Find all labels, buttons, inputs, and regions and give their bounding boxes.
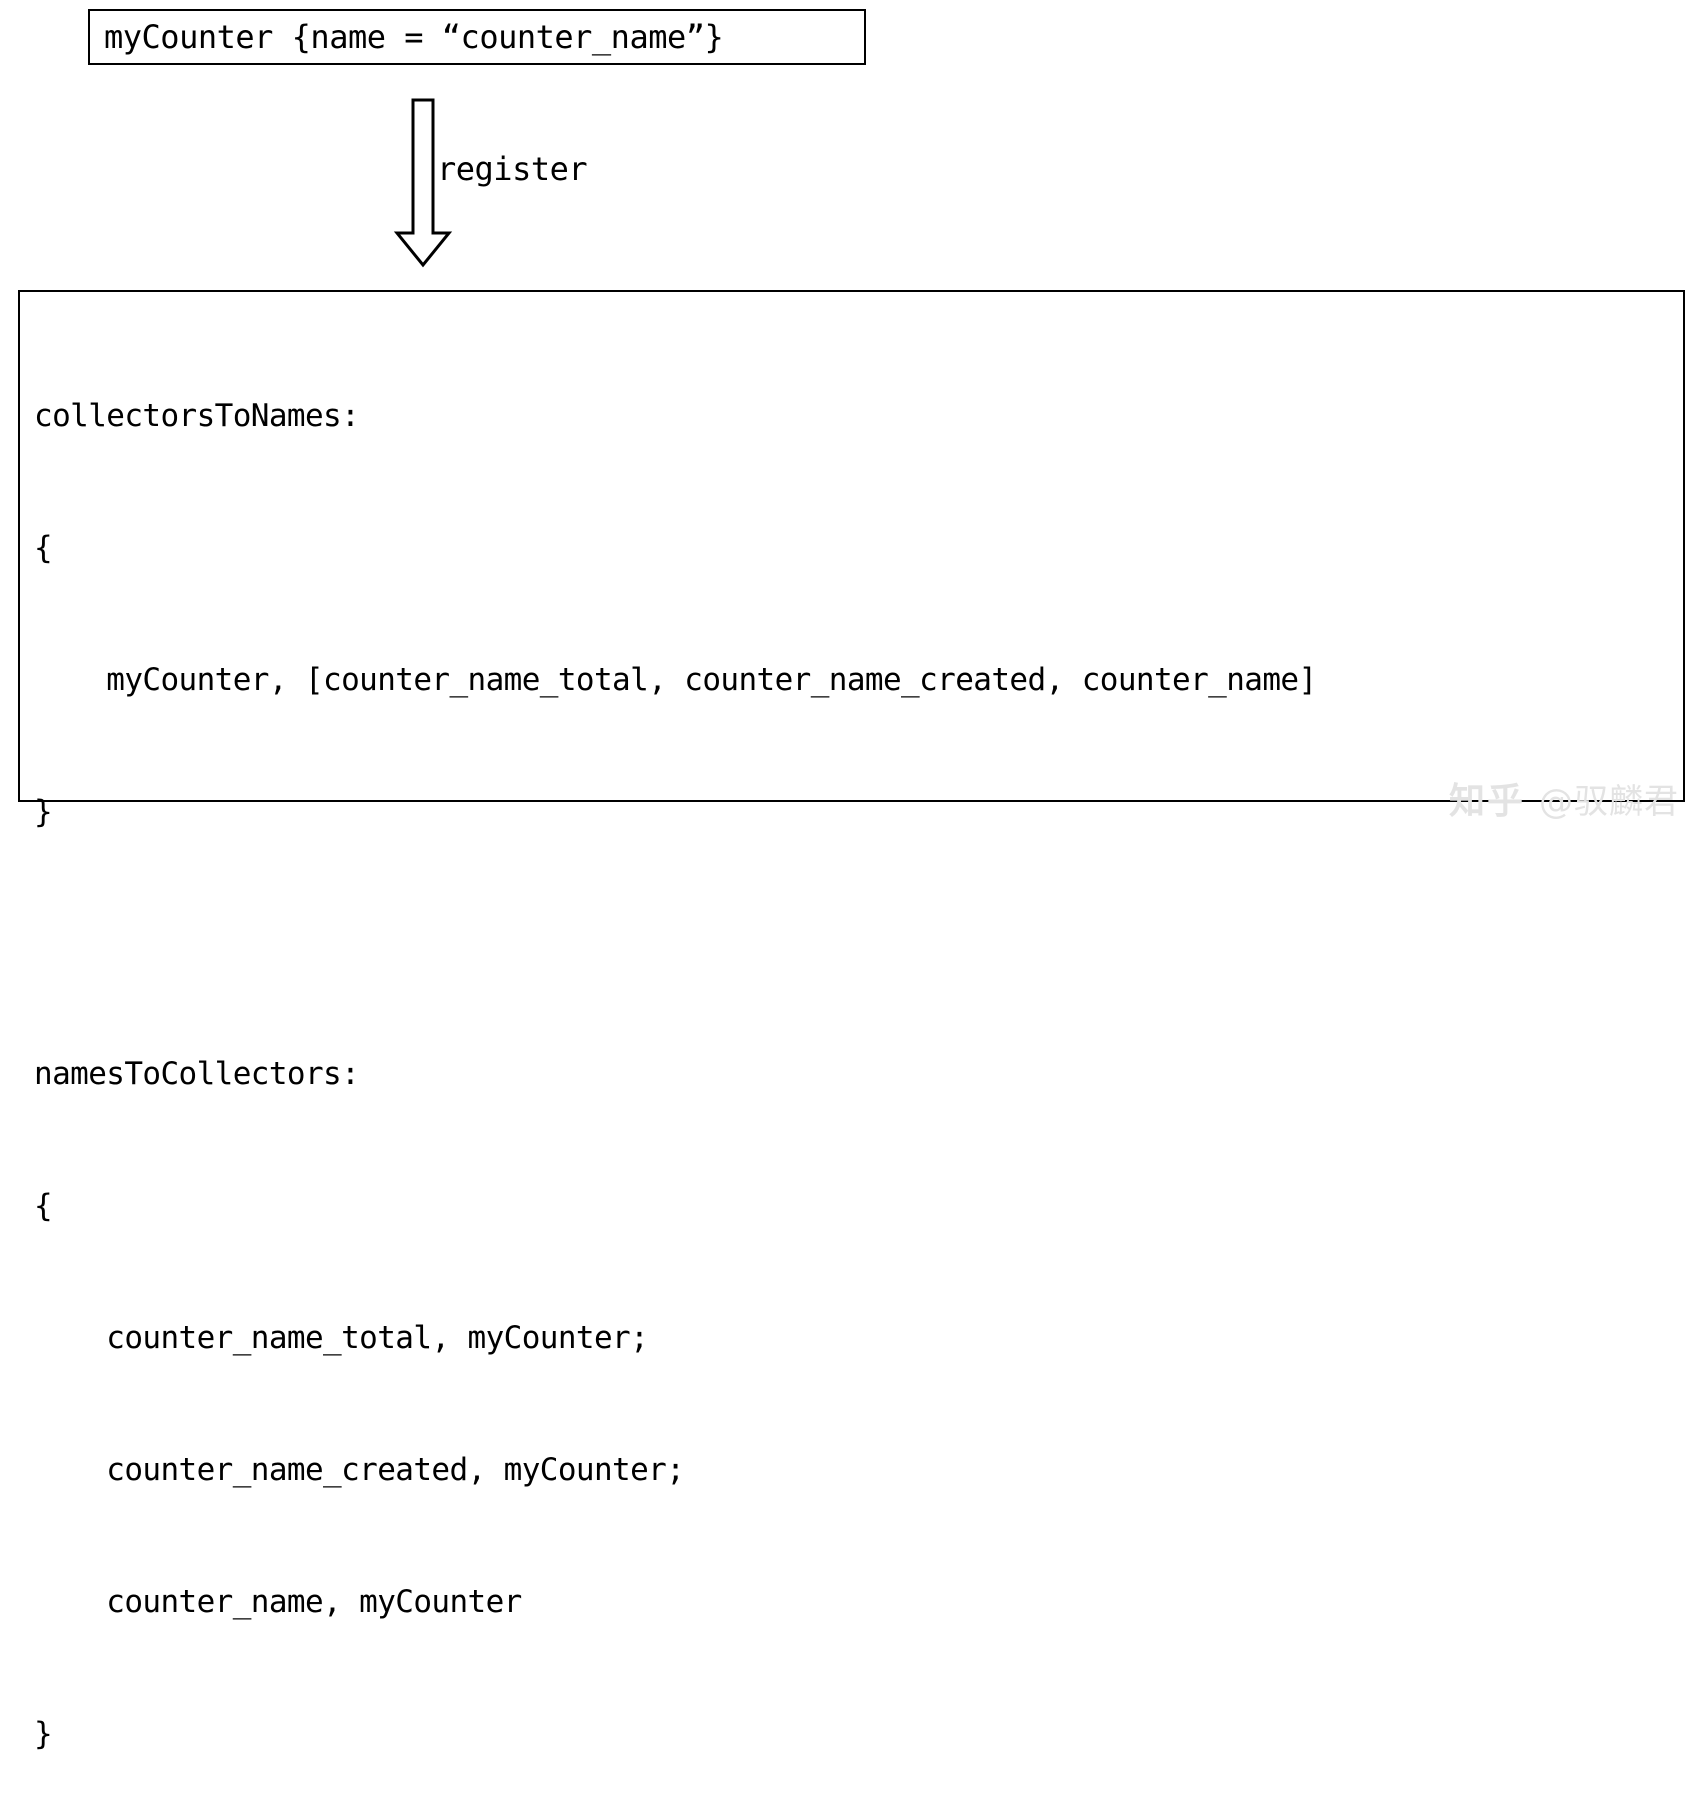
code-line: counter_name_created, myCounter; — [34, 1452, 685, 1488]
register-arrow — [388, 98, 458, 268]
zhihu-logo-icon: 知乎 — [1448, 781, 1525, 822]
watermark-handle: @驭麟君 — [1539, 782, 1679, 822]
code-line: namesToCollectors: — [34, 1056, 360, 1092]
code-line: counter_name_total, myCounter; — [34, 1320, 649, 1356]
registry-map-code: collectorsToNames: { myCounter, [counter… — [34, 306, 1683, 1796]
code-line-blank — [34, 922, 1683, 964]
code-line: { — [34, 530, 53, 566]
code-line: myCounter, [counter_name_total, counter_… — [34, 662, 1317, 698]
code-line: collectorsToNames: — [34, 398, 360, 434]
code-line: counter_name, myCounter — [34, 1584, 522, 1620]
watermark: 知乎 @驭麟君 — [1449, 784, 1679, 820]
counter-declaration-text: myCounter {name = “counter_name”} — [104, 18, 724, 56]
code-line: } — [34, 1716, 53, 1752]
code-line: } — [34, 794, 53, 830]
registry-map-box: collectorsToNames: { myCounter, [counter… — [18, 290, 1685, 1752]
down-block-arrow-icon — [393, 98, 453, 268]
code-line: { — [34, 1188, 53, 1224]
register-arrow-label: register — [437, 150, 588, 188]
counter-declaration-box: myCounter {name = “counter_name”} — [88, 9, 866, 65]
